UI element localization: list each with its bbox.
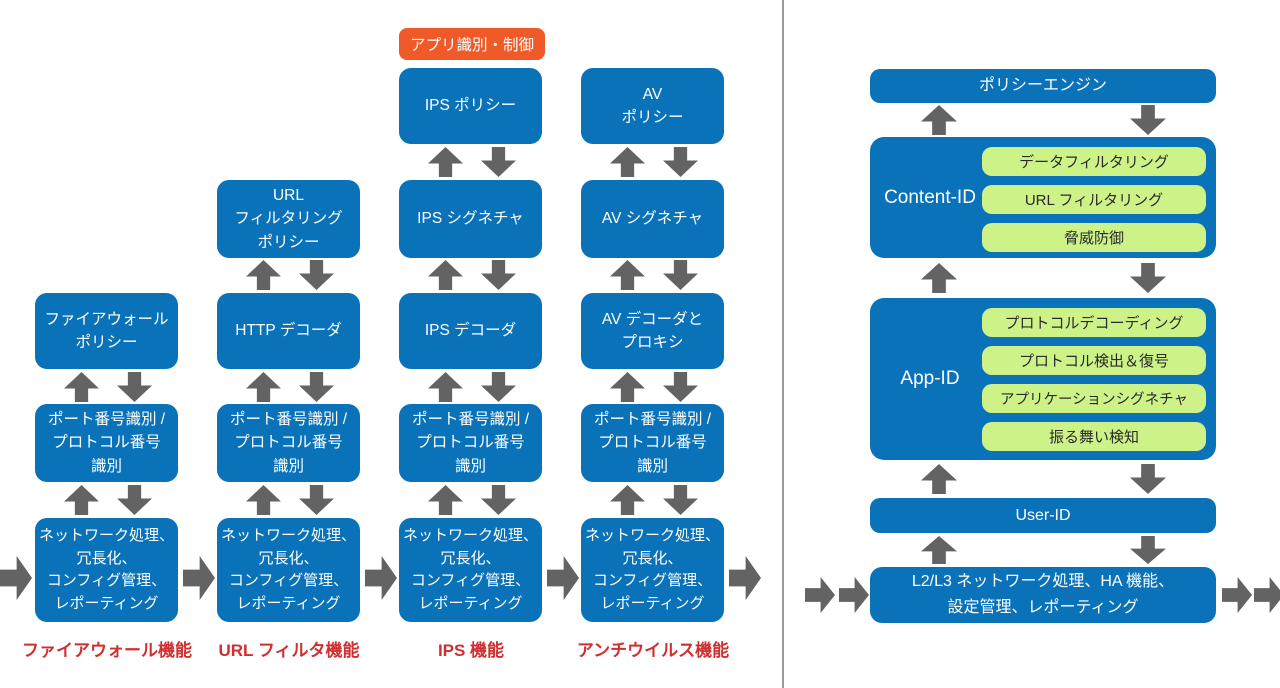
url-port-id-box: ポート番号識別 / プロトコル番号 識別 [217,404,360,482]
ips-decoder-box: IPS デコーダ [399,293,542,369]
protocol-decoding-item: プロトコルデコーディング [982,308,1206,337]
down-arrow-icon [1130,464,1166,494]
down-arrow-icon [299,260,334,290]
firewall-port-id-box: ポート番号識別 / プロトコル番号 識別 [35,404,178,482]
behavior-detection-item: 振る舞い検知 [982,422,1206,451]
up-arrow-icon [428,372,463,402]
up-arrow-icon [246,372,281,402]
up-arrow-icon [428,485,463,515]
threat-prevention-item: 脅威防御 [982,223,1206,252]
up-arrow-icon [64,485,99,515]
ips-caption: IPS 機能 [437,641,505,660]
flow-arrow-icon [839,577,869,613]
user-id-box: User-ID [870,498,1216,533]
up-arrow-icon [64,372,99,402]
l2l3-network-box: L2/L3 ネットワーク処理、HA 機能、 設定管理、レポーティング [870,567,1216,623]
down-arrow-icon [1130,263,1166,293]
ips-policy-box: IPS ポリシー [399,68,542,144]
application-signature-item: アプリケーションシグネチャ [982,384,1206,413]
av-decoder-box: AV デコーダと プロキシ [581,293,724,369]
up-arrow-icon [428,147,463,177]
section-divider [782,0,784,688]
ips-signature-box: IPS シグネチャ [399,180,542,258]
policy-engine-box: ポリシーエンジン [870,69,1216,103]
down-arrow-icon [1130,536,1166,564]
down-arrow-icon [299,372,334,402]
flow-arrow-icon [183,556,215,600]
url-network-box: ネットワーク処理、 冗長化、 コンフィグ管理、 レポーティング [217,518,360,622]
av-policy-box: AV ポリシー [581,68,724,144]
up-arrow-icon [921,464,957,494]
flow-arrow-icon [1254,577,1280,613]
down-arrow-icon [663,485,698,515]
down-arrow-icon [663,147,698,177]
up-arrow-icon [921,536,957,564]
url-filter-caption: URL フィルタ機能 [218,641,360,660]
up-arrow-icon [246,260,281,290]
down-arrow-icon [117,485,152,515]
url-filtering-item: URL フィルタリング [982,185,1206,214]
av-port-id-box: ポート番号識別 / プロトコル番号 識別 [581,404,724,482]
up-arrow-icon [610,372,645,402]
down-arrow-icon [1130,105,1166,135]
down-arrow-icon [481,147,516,177]
ips-network-box: ネットワーク処理、 冗長化、 コンフィグ管理、 レポーティング [399,518,542,622]
flow-arrow-icon [547,556,579,600]
firewall-caption: ファイアウォール機能 [22,641,192,660]
up-arrow-icon [921,105,957,135]
flow-arrow-icon [729,556,761,600]
firewall-policy-box: ファイアウォール ポリシー [35,293,178,369]
down-arrow-icon [117,372,152,402]
flow-arrow-icon [0,556,32,600]
flow-arrow-icon [365,556,397,600]
up-arrow-icon [246,485,281,515]
up-arrow-icon [921,263,957,293]
down-arrow-icon [663,260,698,290]
down-arrow-icon [481,485,516,515]
http-decoder-box: HTTP デコーダ [217,293,360,369]
app-identification-tag: アプリ識別・制御 [399,28,545,60]
protocol-detection-item: プロトコル検出＆復号 [982,346,1206,375]
down-arrow-icon [299,485,334,515]
up-arrow-icon [610,260,645,290]
content-id-label: Content-ID [884,186,976,208]
av-signature-box: AV シグネチャ [581,180,724,258]
firewall-network-box: ネットワーク処理、 冗長化、 コンフィグ管理、 レポーティング [35,518,178,622]
up-arrow-icon [610,485,645,515]
up-arrow-icon [428,260,463,290]
flow-arrow-icon [805,577,835,613]
data-filtering-item: データフィルタリング [982,147,1206,176]
url-filtering-policy-box: URL フィルタリング ポリシー [217,180,360,258]
up-arrow-icon [610,147,645,177]
av-network-box: ネットワーク処理、 冗長化、 コンフィグ管理、 レポーティング [581,518,724,622]
down-arrow-icon [663,372,698,402]
down-arrow-icon [481,372,516,402]
flow-arrow-icon [1222,577,1252,613]
app-id-label: App-ID [900,368,960,389]
antivirus-caption: アンチウイルス機能 [576,641,730,660]
ips-port-id-box: ポート番号識別 / プロトコル番号 識別 [399,404,542,482]
down-arrow-icon [481,260,516,290]
